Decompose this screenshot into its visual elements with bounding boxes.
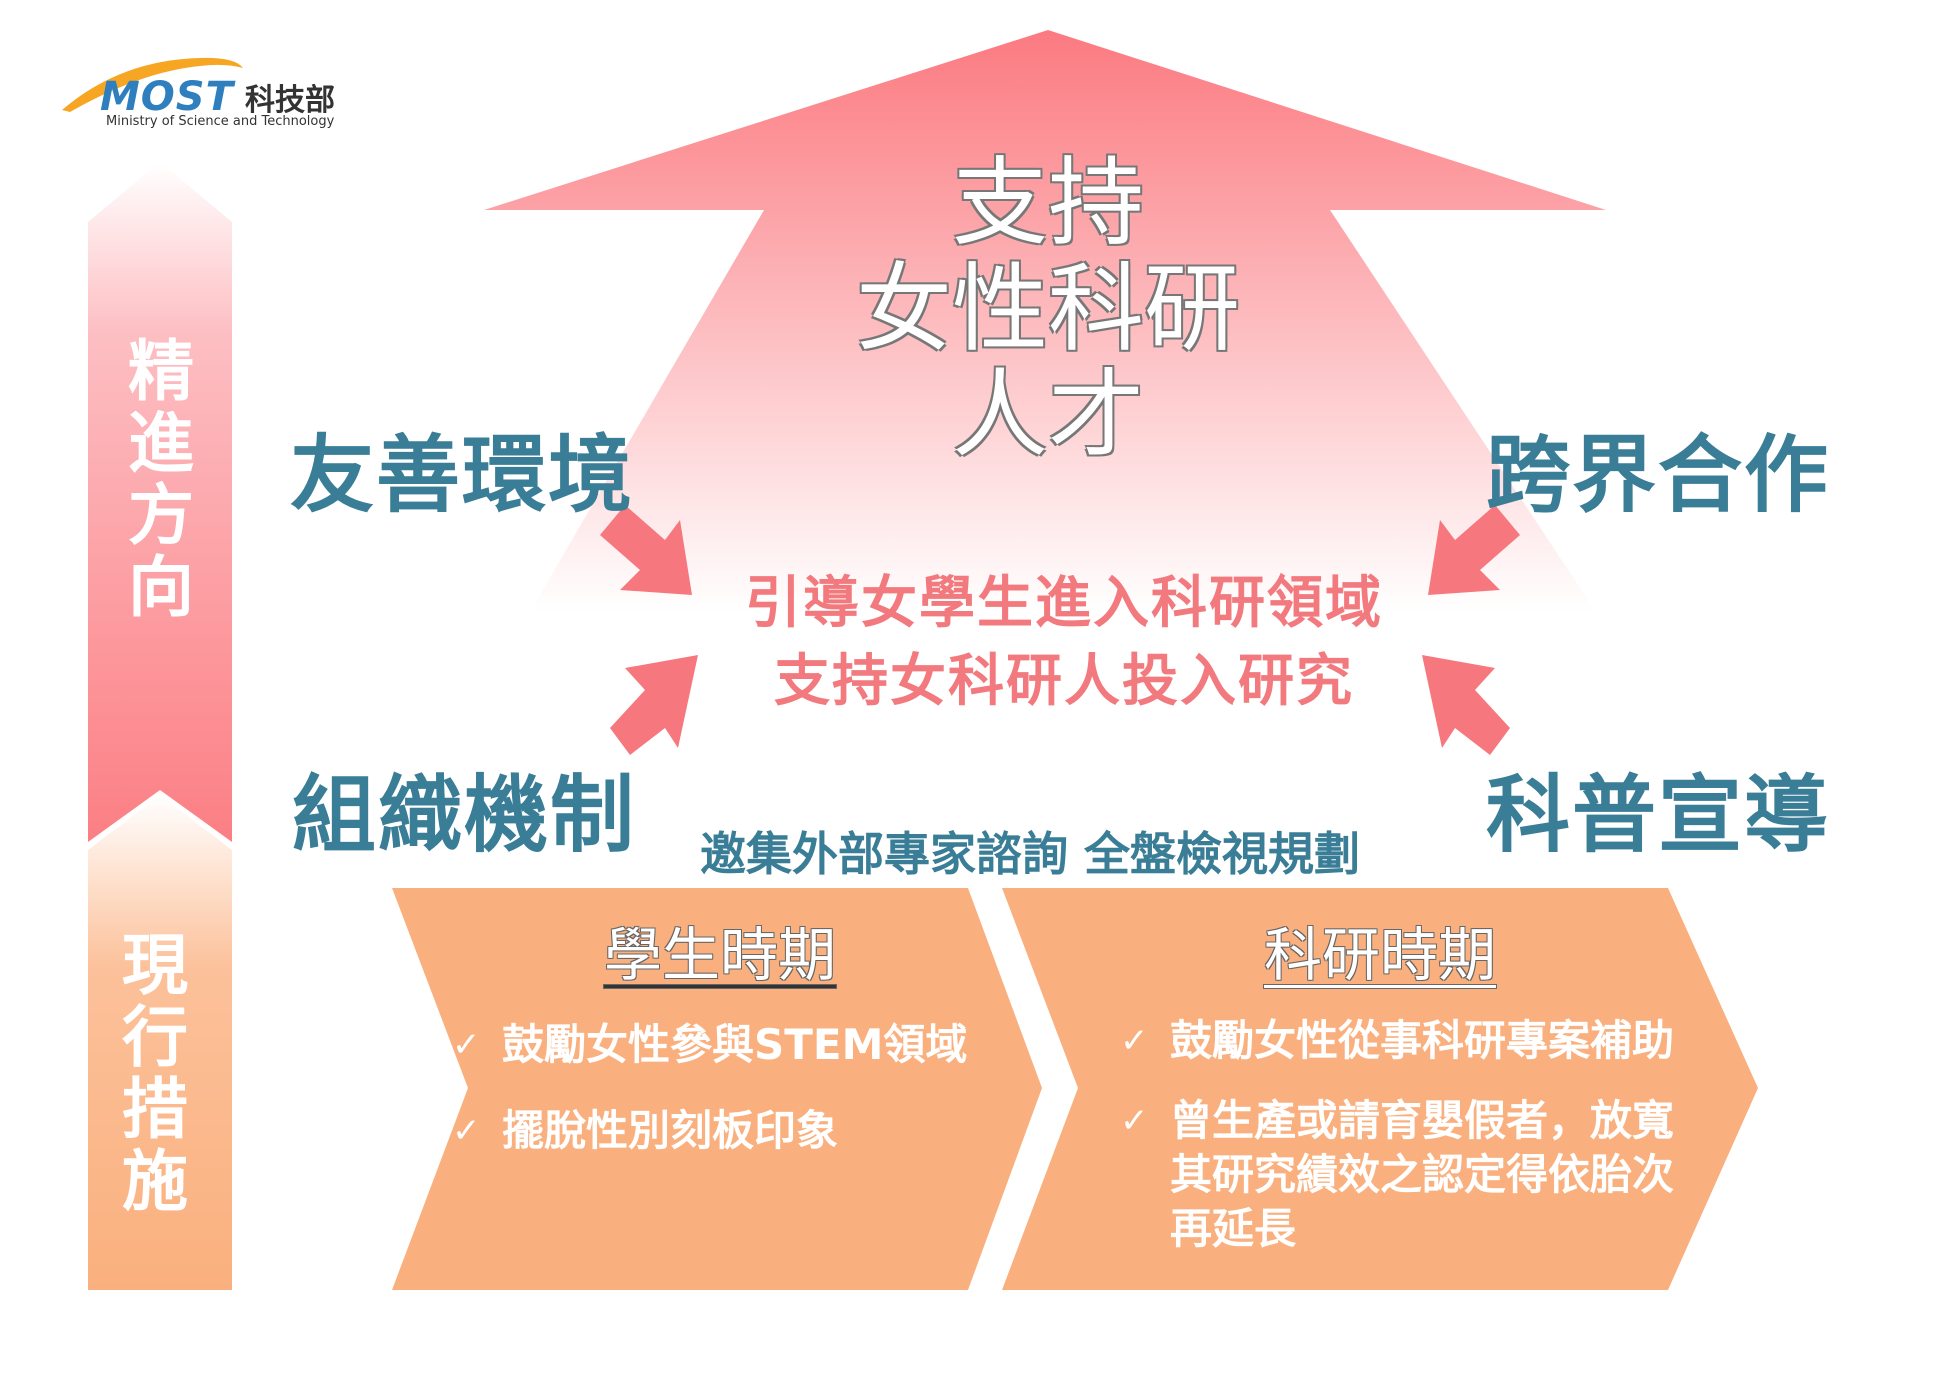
pointer-arrow-icon [1428,505,1520,595]
research-phase-title: 科研時期 [1264,921,1497,989]
student-phase-chevron [392,888,1042,1290]
student-item: ✓鼓勵女性參與STEM領域 [452,1018,1022,1072]
logo-name-cn: 科技部 [245,83,335,118]
logo-name-en: Ministry of Science and Technology [106,114,335,129]
pointer-arrow-icon [600,505,692,595]
goal-support-researchers: 支持女科研人投入研究 [774,649,1354,714]
logo-swoosh-icon [62,57,243,112]
measures-label: 現行措施 [122,927,188,1220]
pillar-friendly-environment: 友善環境 [290,426,635,524]
arrow-title: 支持 女性科研 人才 [748,150,1348,468]
pointer-arrow-icon [610,655,698,755]
pillar-cross-collaboration: 跨界合作 [1486,426,1831,524]
goal-guide-students: 引導女學生進入科研領域 [745,571,1383,636]
measures-bar [88,795,232,1290]
check-icon: ✓ [452,1025,481,1065]
student-item: ✓擺脫性別刻板印象 [452,1104,1022,1158]
arrow-title-line: 人才 [952,359,1144,471]
check-icon: ✓ [1120,1021,1149,1061]
check-icon: ✓ [1120,1101,1149,1141]
pillar-organization: 組織機制 [292,766,637,864]
research-phase-chevron [1002,888,1758,1290]
pointer-arrow-icon [1422,655,1510,755]
arrow-title-line: 支持 [952,147,1144,259]
consultation-note: 邀集外部專家諮詢 全盤檢視規劃 [700,827,1361,881]
direction-label: 精進方向 [128,333,194,626]
research-item: ✓曾生產或請育嬰假者，放寬其研究績效之認定得依胎次再延長 [1120,1096,1675,1253]
logo: MOST 科技部 [100,74,335,120]
student-phase-title: 學生時期 [604,921,837,989]
direction-bar [88,162,232,842]
check-icon: ✓ [452,1111,481,1151]
arrow-title-line: 女性科研 [856,253,1240,365]
pillar-science-outreach: 科普宣導 [1486,766,1831,864]
logo-brand: MOST [100,74,234,120]
research-item: ✓鼓勵女性從事科研專案補助 [1120,1014,1710,1068]
central-up-arrow [484,30,1606,612]
